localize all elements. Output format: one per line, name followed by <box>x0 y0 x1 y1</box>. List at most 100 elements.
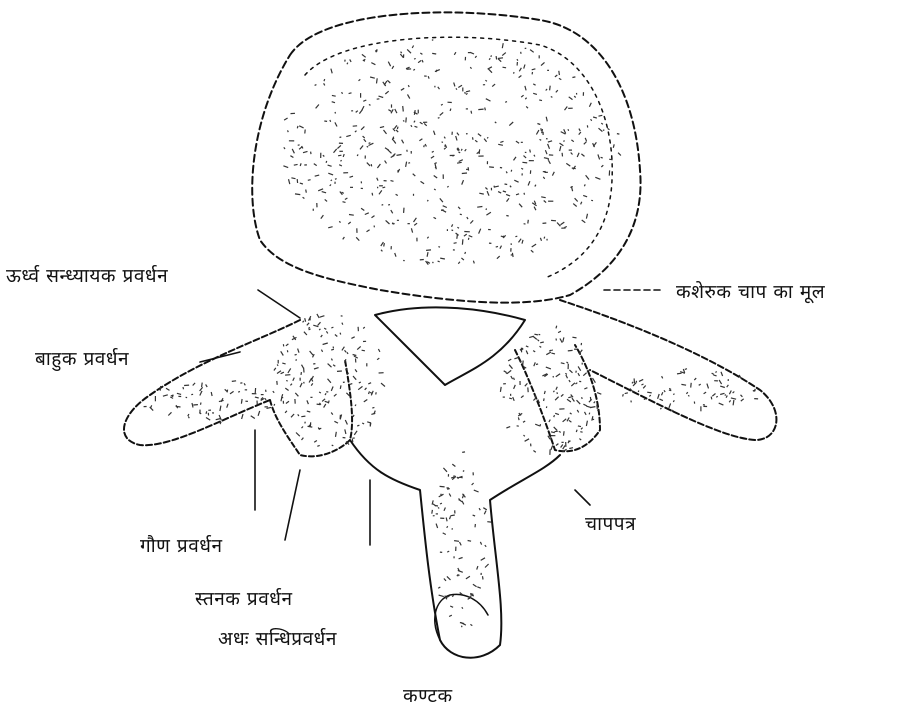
stipple-mark <box>292 149 294 153</box>
stipple-mark <box>601 165 603 167</box>
stipple-mark <box>440 198 443 202</box>
stipple-mark <box>568 350 573 351</box>
stipple-mark <box>277 364 278 365</box>
stipple-mark <box>330 185 331 186</box>
stipple-mark <box>408 85 409 87</box>
stipple-mark <box>166 388 170 390</box>
stipple-mark <box>319 392 321 393</box>
stipple-mark <box>486 208 487 210</box>
stipple-mark <box>433 262 434 263</box>
stipple-mark <box>711 397 712 400</box>
label-transverse-process: बाहुक प्रवर्धन <box>35 345 129 371</box>
stipple-mark <box>469 596 470 599</box>
stipple-mark <box>577 400 581 404</box>
stipple-mark <box>337 145 341 148</box>
stipple-mark <box>524 193 525 195</box>
stipple-mark <box>500 246 502 249</box>
stipple-mark <box>301 416 305 417</box>
stipple-mark <box>609 159 612 160</box>
stipple-mark <box>525 98 526 100</box>
stipple-mark <box>372 407 374 408</box>
stipple-mark <box>433 504 436 506</box>
stipple-mark <box>367 146 369 147</box>
stipple-mark <box>572 77 575 78</box>
stipple-mark <box>546 352 551 355</box>
stipple-mark <box>544 398 545 401</box>
stipple-mark <box>459 498 460 500</box>
stipple-mark <box>712 394 715 397</box>
stipple-mark <box>462 501 464 505</box>
stipple-mark <box>307 323 309 326</box>
stipple-mark <box>386 220 390 224</box>
stipple-mark <box>669 388 671 389</box>
stipple-mark <box>572 337 576 338</box>
stipple-mark <box>206 384 208 387</box>
stipple-mark <box>534 362 536 366</box>
stipple-mark <box>343 202 346 203</box>
stipple-mark <box>741 399 744 401</box>
stipple-mark <box>457 162 462 163</box>
stipple-mark <box>356 111 358 113</box>
stipple-mark <box>339 165 342 166</box>
stipple-mark <box>494 186 495 188</box>
stipple-mark <box>514 157 517 161</box>
stipple-mark <box>414 121 415 123</box>
stipple-mark <box>549 420 550 422</box>
stipple-mark <box>559 78 561 79</box>
stipple-mark <box>281 397 282 401</box>
stipple-mark <box>401 88 404 90</box>
stipple-mark <box>391 181 394 182</box>
stipple-mark <box>293 378 295 381</box>
stipple-mark <box>328 165 332 166</box>
stipple-mark <box>598 154 600 159</box>
stipple-mark <box>379 96 384 97</box>
stipple-mark <box>314 441 317 443</box>
stipple-mark <box>160 386 161 391</box>
stipple-mark <box>353 415 354 417</box>
stipple-mark <box>515 236 517 237</box>
stipple-mark <box>481 558 485 561</box>
stipple-mark <box>323 343 328 345</box>
stipple-mark <box>422 60 423 62</box>
stipple-mark <box>473 137 474 140</box>
stipple-mark <box>563 141 564 142</box>
stipple-mark <box>694 378 696 380</box>
stipple-mark <box>584 388 587 389</box>
stipple-mark <box>387 80 390 83</box>
stipple-mark <box>594 402 595 404</box>
stipple-mark <box>691 383 692 388</box>
stipple-mark <box>290 156 293 158</box>
stipple-mark <box>506 216 508 217</box>
stipple-mark <box>443 206 447 208</box>
stipple-mark <box>291 414 294 417</box>
stipple-mark <box>370 77 375 78</box>
stipple-mark <box>340 333 341 335</box>
stipple-mark <box>719 380 722 384</box>
stipple-mark <box>447 576 451 580</box>
stipple-mark <box>363 100 366 101</box>
stipple-mark <box>274 368 276 371</box>
stipple-mark <box>396 130 398 132</box>
stipple-mark <box>500 141 503 142</box>
stipple-mark <box>719 403 724 405</box>
stipple-mark <box>453 476 455 477</box>
stipple-mark <box>720 393 724 394</box>
spinous-process-tip <box>435 594 488 640</box>
stipple-mark <box>308 327 309 328</box>
stipple-mark <box>512 253 513 257</box>
stipple-mark <box>477 207 482 208</box>
stipple-mark <box>450 109 451 111</box>
stipple-mark <box>533 93 537 94</box>
stipple-mark <box>336 432 337 437</box>
vertebral-foramen <box>375 307 525 385</box>
stipple-mark <box>504 371 507 373</box>
stipple-mark <box>726 396 727 398</box>
stipple-mark <box>475 56 477 58</box>
stipple-mark <box>546 367 551 369</box>
stipple-mark <box>452 595 453 597</box>
stipple-mark <box>754 389 756 392</box>
label-inferior-articular-process: अधः सन्धिप्रवर्धन <box>218 625 337 651</box>
stipple-mark <box>536 364 538 365</box>
stipple-mark <box>330 120 331 122</box>
stipple-mark <box>534 201 535 204</box>
